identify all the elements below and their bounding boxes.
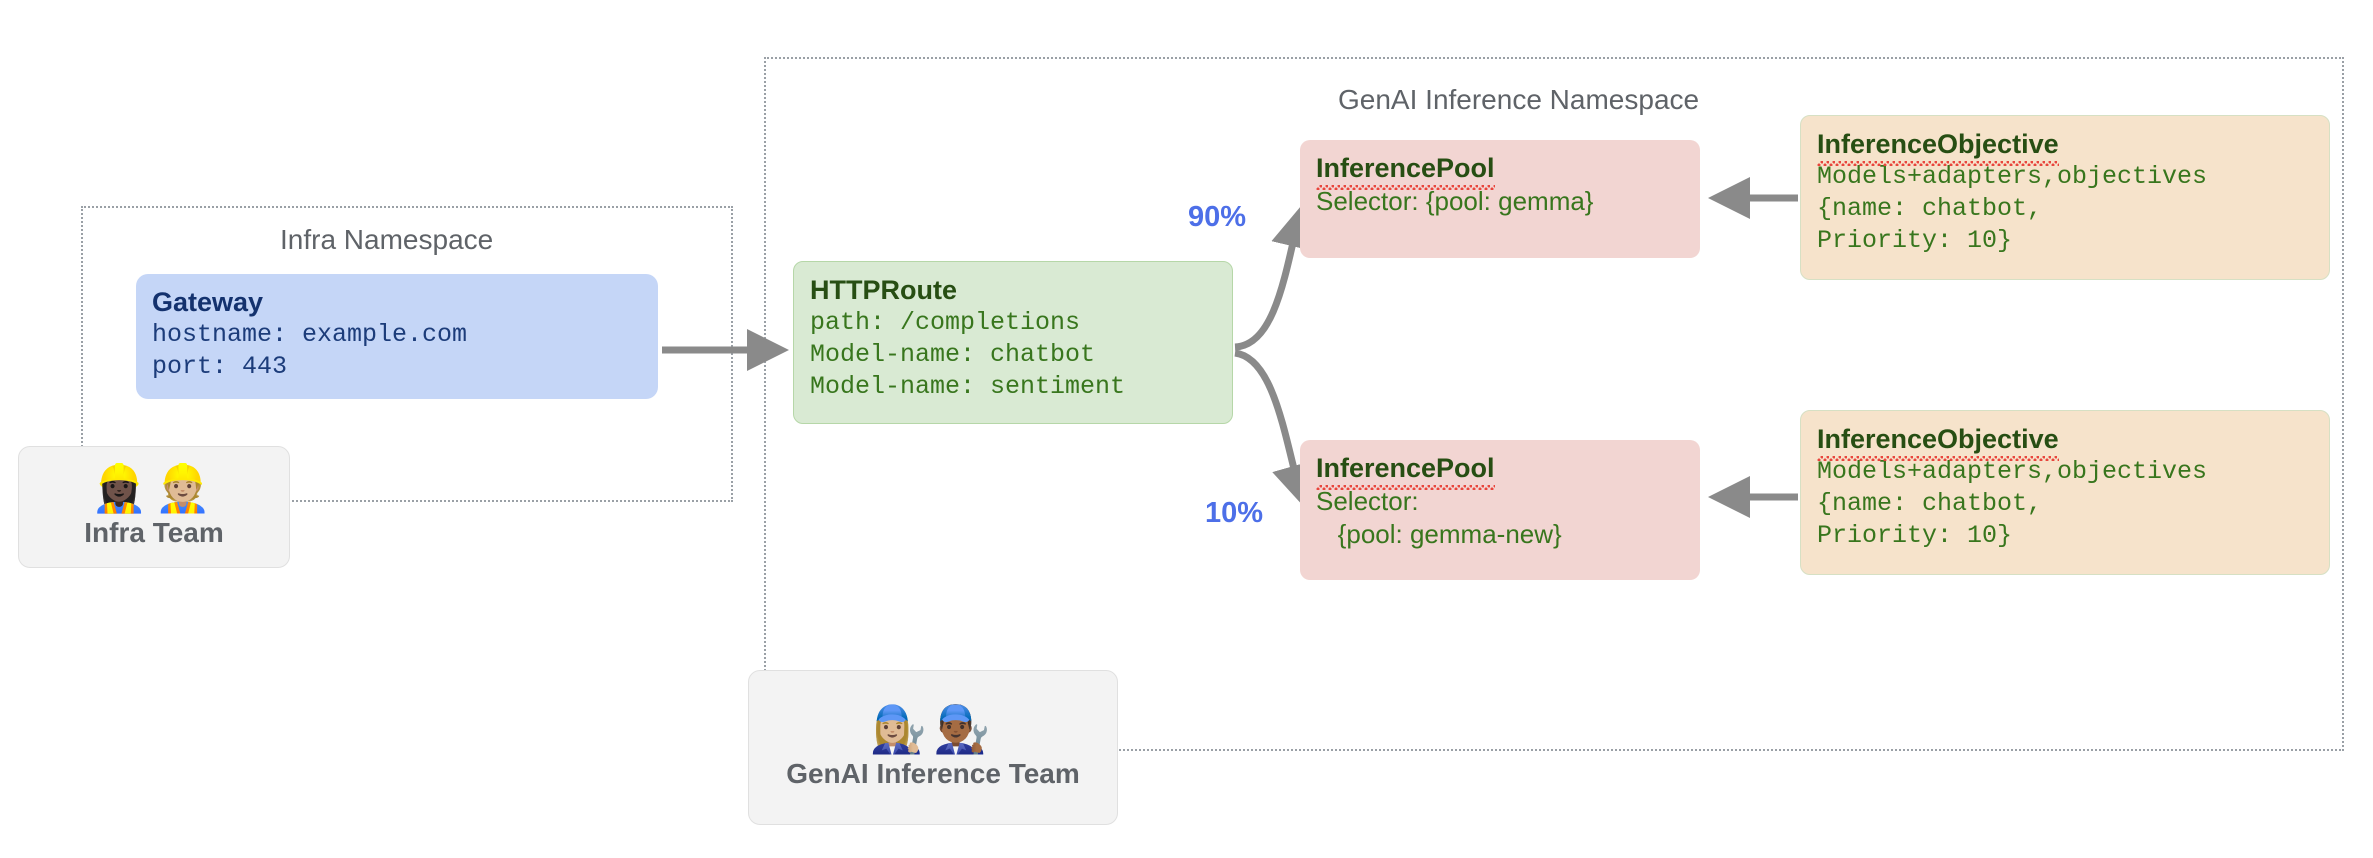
inferencepool-title-2: InferencePool xyxy=(1316,453,1495,490)
team-genai-label: GenAI Inference Team xyxy=(786,757,1080,789)
inferencepool-selector-2-line1: Selector: xyxy=(1316,485,1419,516)
inferenceobjective-models-1: Models+adapters,objectives xyxy=(1817,161,2208,191)
httproute-path: path: /completions xyxy=(810,307,1081,337)
traffic-weight-10: 10% xyxy=(1205,497,1264,529)
namespace-infra xyxy=(81,206,733,502)
traffic-weight-90: 90% xyxy=(1188,201,1247,233)
inferenceobjective-models-2: Models+adapters,objectives xyxy=(1817,456,2208,486)
inferenceobjective-name-2: {name: chatbot, xyxy=(1817,488,2043,518)
namespace-infra-label: Infra Namespace xyxy=(280,224,494,255)
inferencepool-card-1[interactable]: InferencePool Selector: {pool: gemma} xyxy=(1300,140,1700,258)
inferenceobjective-card-2[interactable]: InferenceObjective Models+adapters,objec… xyxy=(1800,410,2330,575)
inferencepool-card-2[interactable]: InferencePool Selector: {pool: gemma-new… xyxy=(1300,440,1700,580)
gateway-hostname: hostname: example.com xyxy=(152,319,468,349)
httproute-model-name-sentiment: Model-name: sentiment xyxy=(810,371,1126,401)
gateway-port: port: 443 xyxy=(152,351,288,381)
namespace-genai-label: GenAI Inference Namespace xyxy=(1338,84,1700,115)
inferenceobjective-name-1: {name: chatbot, xyxy=(1817,193,2043,223)
construction-worker-icon: 👷🏿‍♀️👷🏼 xyxy=(90,461,218,515)
inferenceobjective-title-1: InferenceObjective xyxy=(1817,129,2059,166)
inferenceobjective-card-1[interactable]: InferenceObjective Models+adapters,objec… xyxy=(1800,115,2330,280)
team-chip-genai-inference[interactable]: 👩🏼‍🔧👨🏾‍🔧 GenAI Inference Team xyxy=(748,670,1118,825)
httproute-title: HTTPRoute xyxy=(810,275,957,305)
httproute-model-name-chatbot: Model-name: chatbot xyxy=(810,339,1096,369)
inferencepool-selector-2-line2: {pool: gemma-new} xyxy=(1316,518,1562,549)
team-chip-infra[interactable]: 👷🏿‍♀️👷🏼 Infra Team xyxy=(18,446,290,568)
gateway-title: Gateway xyxy=(152,287,264,317)
inferencepool-selector-1: Selector: {pool: gemma} xyxy=(1316,185,1594,216)
namespace-genai xyxy=(764,57,2344,751)
inferenceobjective-priority-1: Priority: 10} xyxy=(1817,225,2013,255)
inferenceobjective-priority-2: Priority: 10} xyxy=(1817,520,2013,550)
inferenceobjective-title-2: InferenceObjective xyxy=(1817,424,2059,461)
inferencepool-title-1: InferencePool xyxy=(1316,153,1495,190)
team-infra-label: Infra Team xyxy=(84,517,224,548)
mechanic-icon: 👩🏼‍🔧👨🏾‍🔧 xyxy=(869,701,997,756)
gateway-card[interactable]: Gateway hostname: example.com port: 443 xyxy=(136,274,658,399)
httproute-card[interactable]: HTTPRoute path: /completions Model-name:… xyxy=(793,261,1233,424)
